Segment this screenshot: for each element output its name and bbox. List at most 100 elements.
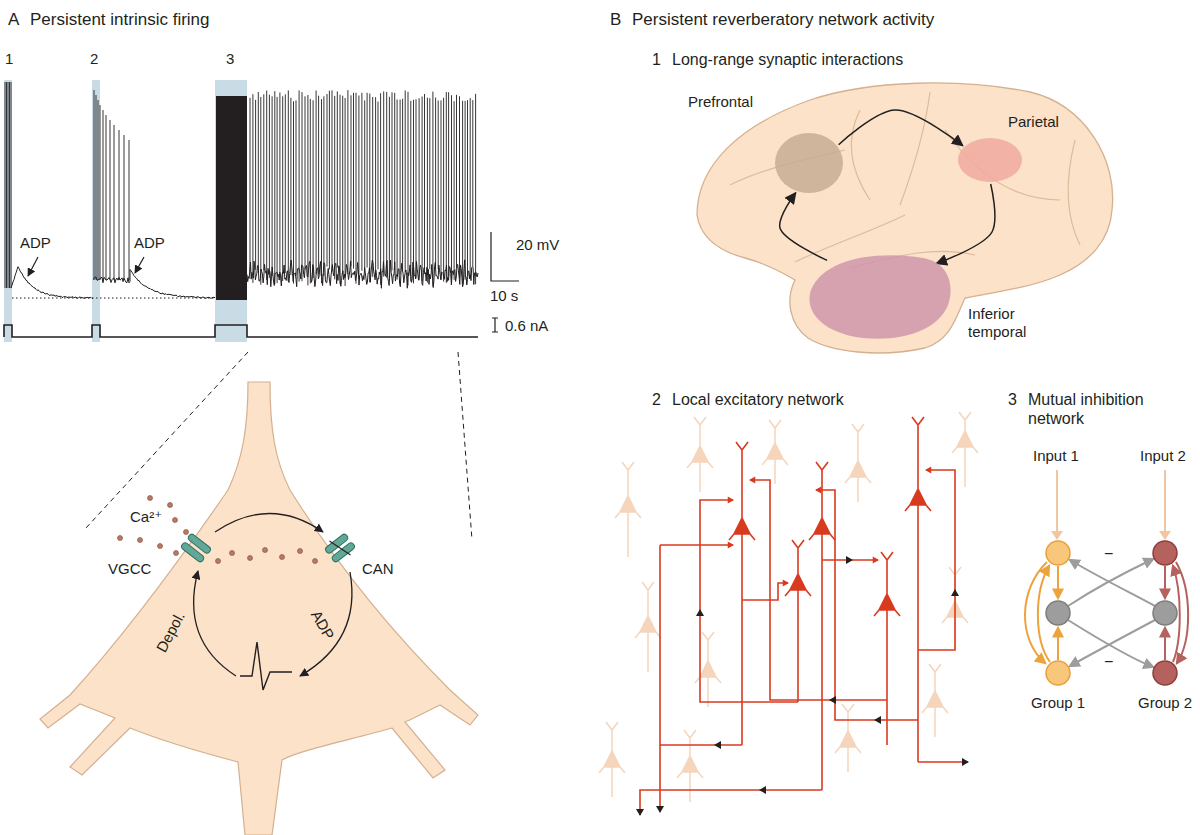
axon <box>741 534 743 745</box>
flow-arrowhead <box>636 809 644 816</box>
ion-channel <box>180 533 212 563</box>
axon <box>821 534 823 790</box>
axon <box>918 470 955 650</box>
neuron-soma <box>40 382 478 835</box>
active-neuron <box>809 462 835 540</box>
channel-label: VGCC <box>108 560 151 578</box>
ion-label: Ca²⁺ <box>130 508 162 526</box>
excitatory-network <box>599 412 978 816</box>
action-potentials <box>5 82 476 288</box>
axon <box>640 790 822 815</box>
synapse-terminal <box>783 580 789 587</box>
axon <box>917 505 919 762</box>
background-neuron <box>762 420 788 484</box>
group-label: Group 1 <box>1031 694 1085 712</box>
projection-arrow <box>839 110 963 146</box>
annotation-arrows <box>28 257 144 276</box>
flow-arrowhead <box>829 696 836 704</box>
channel-label: CAN <box>362 560 394 578</box>
voltage-trace <box>4 80 478 342</box>
axon <box>742 583 788 600</box>
axon <box>659 545 661 812</box>
trace-annotation: ADP <box>134 234 165 252</box>
calcium-ions <box>118 496 318 564</box>
flow-arrowhead <box>759 786 766 794</box>
ion-channel <box>322 531 357 566</box>
region-shape <box>775 133 843 193</box>
synapse-terminal <box>815 487 821 494</box>
membrane-potential <box>11 267 93 299</box>
subpanel-title: Mutual inhibition network <box>1028 390 1178 428</box>
panel-title: Persistent reverberatory network activit… <box>632 10 934 30</box>
brain-region: Prefrontal <box>775 133 843 193</box>
background-neuron <box>835 704 861 772</box>
synapse-terminal <box>728 542 734 549</box>
synapse-terminal <box>925 467 931 474</box>
inhibition-sign: − <box>1104 652 1113 671</box>
axon <box>750 480 887 700</box>
flow-arrowhead <box>962 758 969 766</box>
scale-label: 0.6 nA <box>505 317 548 335</box>
active-neuron <box>905 417 931 511</box>
stimulus-number: 3 <box>226 50 234 68</box>
region-label: Prefrontal <box>688 93 753 111</box>
active-neuron <box>874 552 900 616</box>
background-neuron <box>695 632 721 707</box>
background-neuron <box>845 424 871 502</box>
flow-arrowhead <box>696 609 704 616</box>
region-label: Parietal <box>1008 113 1059 131</box>
brain-region: Parietal <box>958 138 1022 182</box>
flow-arrowhead <box>714 741 721 749</box>
axon <box>660 544 733 546</box>
subpanel-number: 1 <box>652 50 661 69</box>
scale-label: 20 mV <box>516 236 559 254</box>
group-label: Group 2 <box>1138 694 1192 712</box>
synapse-terminal <box>873 557 879 564</box>
axon <box>886 610 888 745</box>
scale-label: 10 s <box>490 287 518 305</box>
active-neuron <box>785 540 811 596</box>
projection-arrow <box>780 193 827 261</box>
panel-letter: B <box>610 10 621 30</box>
trace-annotation: ADP <box>20 234 51 252</box>
subpanel-number: 2 <box>652 390 661 409</box>
region-shape <box>958 138 1022 182</box>
background-neuron <box>615 462 641 557</box>
region-label: Inferior temporal <box>968 305 1048 341</box>
synapse-terminal <box>728 497 734 504</box>
panel-title: Persistent intrinsic firing <box>30 10 210 30</box>
background-neuron <box>687 417 713 492</box>
background-neuron <box>952 412 978 487</box>
background-neuron <box>599 722 625 797</box>
axon <box>797 590 799 702</box>
axon <box>816 490 918 720</box>
flow-arrowhead <box>874 716 881 724</box>
input-label: Input 1 <box>1033 447 1079 465</box>
background-neuron <box>922 664 948 737</box>
projection-arrow <box>936 184 995 264</box>
input-label: Input 2 <box>1140 447 1186 465</box>
inhibition-sign: − <box>1104 544 1113 563</box>
axon <box>660 744 742 746</box>
flow-arrowhead <box>656 806 664 813</box>
monkey-brain <box>697 83 1113 353</box>
background-neuron <box>677 730 703 802</box>
brain-region: Inferior temporal <box>803 250 955 342</box>
feedback-loop <box>194 514 352 691</box>
flow-arrowhead <box>846 556 853 564</box>
axon <box>918 761 968 763</box>
stimulus-number: 2 <box>90 50 98 68</box>
background-neuron <box>635 582 661 672</box>
flow-arrowhead <box>951 589 959 596</box>
panel-letter: A <box>8 10 19 30</box>
membrane-potential <box>93 269 215 298</box>
stimulus-number: 1 <box>5 50 13 68</box>
subpanel-number: 3 <box>1008 390 1017 409</box>
subpanel-title: Long-range synaptic interactions <box>672 50 903 69</box>
synapse-terminal <box>749 477 755 484</box>
inhibition-network <box>1025 470 1188 685</box>
region-shape <box>803 250 955 342</box>
active-neuron <box>729 442 755 540</box>
subpanel-title: Local excitatory network <box>672 390 844 409</box>
